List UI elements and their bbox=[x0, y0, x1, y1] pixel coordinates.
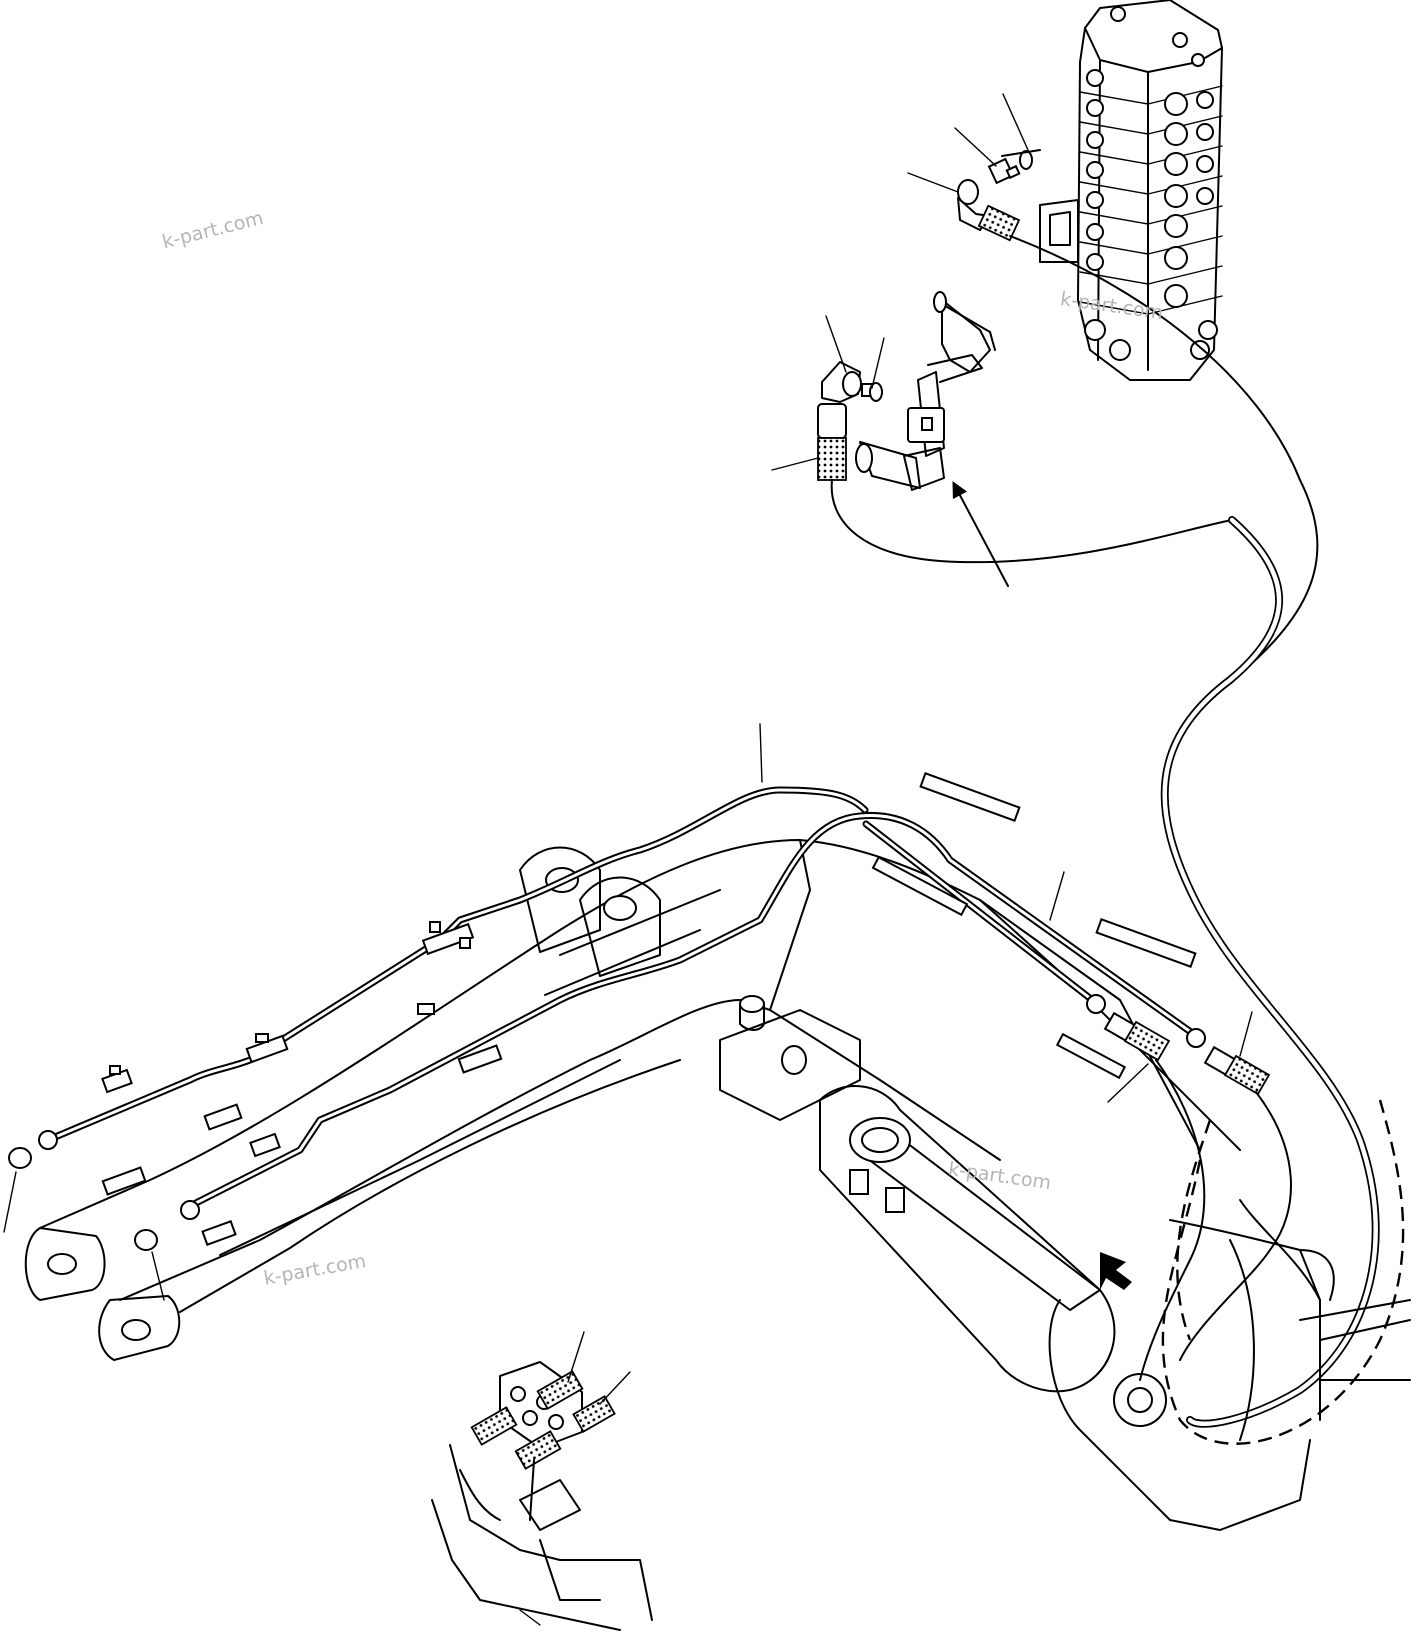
pipe-clamp bbox=[203, 1103, 243, 1131]
o-ring-middle bbox=[869, 382, 883, 402]
hydraulic-hose-main bbox=[1160, 516, 1380, 1428]
leader-line bbox=[771, 457, 819, 471]
hose-connectors bbox=[1049, 871, 1292, 1381]
valve-ports bbox=[1084, 6, 1218, 361]
pipe-clamp bbox=[245, 1033, 289, 1064]
boom-pipe-lower-2 bbox=[862, 820, 1104, 1010]
leader-line bbox=[1239, 1011, 1253, 1057]
boom-pipe-lower bbox=[186, 811, 1206, 1210]
leader-line bbox=[871, 337, 885, 389]
valve-section-ribs bbox=[1079, 85, 1223, 315]
pipe-clamp bbox=[249, 1132, 281, 1158]
flow-arrow bbox=[1100, 1252, 1132, 1290]
plug-right bbox=[134, 1229, 158, 1251]
leader-line bbox=[599, 1371, 631, 1405]
boom-pipe-upper bbox=[44, 786, 869, 1144]
hydraulic-hose bbox=[830, 235, 1319, 691]
leader-line bbox=[907, 172, 959, 193]
union-fitting-upper bbox=[987, 157, 1021, 185]
pipe-clamp bbox=[201, 1220, 237, 1246]
pipe-clamp bbox=[457, 1044, 503, 1074]
tee-adapter bbox=[855, 291, 996, 491]
pipe-clamp-serrated bbox=[1055, 1032, 1127, 1080]
leader-line bbox=[1049, 871, 1065, 921]
hose-end-upper bbox=[977, 204, 1021, 242]
leader-line bbox=[151, 1251, 165, 1301]
leader-line bbox=[3, 1171, 17, 1233]
control-valve bbox=[1039, 0, 1223, 381]
boom-foot-frame bbox=[1048, 1099, 1411, 1531]
leader-line bbox=[759, 723, 763, 783]
leader-line bbox=[1107, 1063, 1149, 1103]
leader-line bbox=[567, 1331, 585, 1383]
boom-cylinder bbox=[819, 1085, 1167, 1427]
pipe-clamp bbox=[417, 1003, 435, 1015]
pipe-clamp bbox=[101, 1065, 133, 1094]
plug-left bbox=[8, 1147, 32, 1169]
upper-fittings bbox=[907, 93, 1041, 242]
swivel-elbow-middle bbox=[821, 361, 862, 403]
boom bbox=[24, 839, 1241, 1361]
pipe-clamp bbox=[101, 1166, 147, 1196]
o-ring-upper bbox=[1019, 150, 1033, 170]
leader-line bbox=[954, 127, 997, 167]
hose-clamp-block bbox=[431, 1331, 653, 1631]
pipe-clamp bbox=[421, 921, 475, 956]
leader-line bbox=[825, 315, 847, 373]
hose-end-middle bbox=[817, 437, 847, 481]
middle-fittings bbox=[771, 291, 1009, 587]
leader-line bbox=[1002, 93, 1029, 151]
pipe-clamp-serrated bbox=[1095, 918, 1197, 968]
pipe-clamps bbox=[101, 772, 1197, 1246]
pipe-clamp-serrated bbox=[871, 855, 969, 917]
bushing bbox=[739, 995, 765, 1031]
pipe-clamp-serrated bbox=[919, 772, 1021, 822]
pipe-end-fittings bbox=[3, 1130, 200, 1301]
arrow-leader bbox=[952, 481, 1009, 587]
